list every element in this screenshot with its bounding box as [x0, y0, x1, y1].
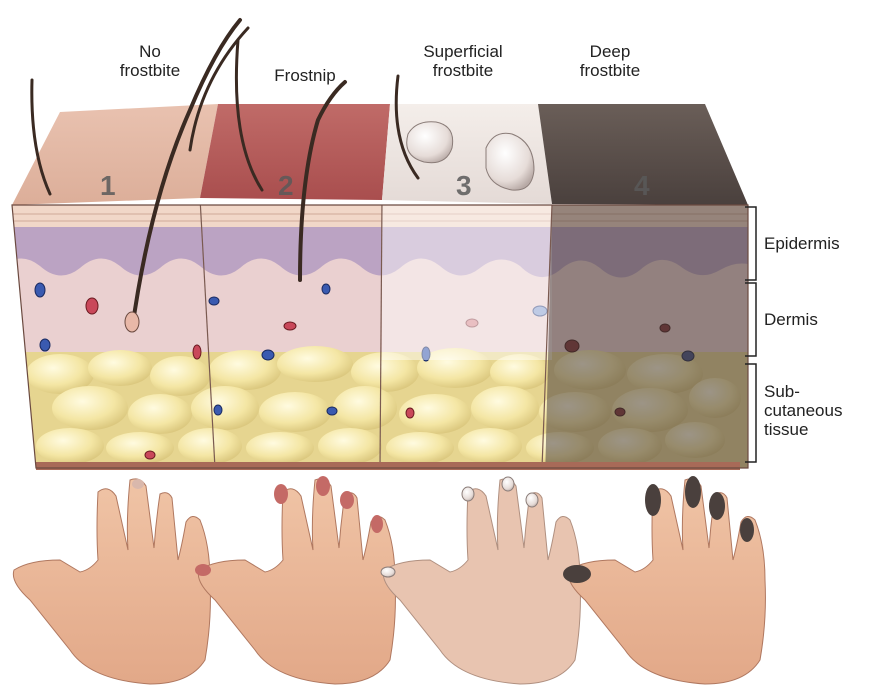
- layer-label-dermis: Dermis: [764, 310, 818, 329]
- stage-label-superficial-frostbite: Superficial frostbite: [403, 42, 523, 80]
- layer-label-subcutaneous: Sub- cutaneous tissue: [764, 382, 842, 439]
- hand-3: [381, 477, 580, 684]
- hand-1: [13, 479, 210, 684]
- stage-label-deep-frostbite: Deep frostbite: [560, 42, 660, 80]
- base-strip: [36, 462, 740, 470]
- hand-icon: [13, 476, 765, 684]
- hand-4: [563, 476, 765, 684]
- cross-section-front: [0, 198, 760, 480]
- stage-number-3: 3: [456, 170, 472, 202]
- layer-label-epidermis: Epidermis: [764, 234, 840, 253]
- stage-label-frostnip: Frostnip: [255, 66, 355, 85]
- hand-2: [195, 476, 395, 684]
- stage-label-no-frostbite: No frostbite: [100, 42, 200, 80]
- hair-follicle: [125, 312, 139, 332]
- stage-number-1: 1: [100, 170, 116, 202]
- stage-number-4: 4: [634, 170, 650, 202]
- stage-number-2: 2: [278, 170, 294, 202]
